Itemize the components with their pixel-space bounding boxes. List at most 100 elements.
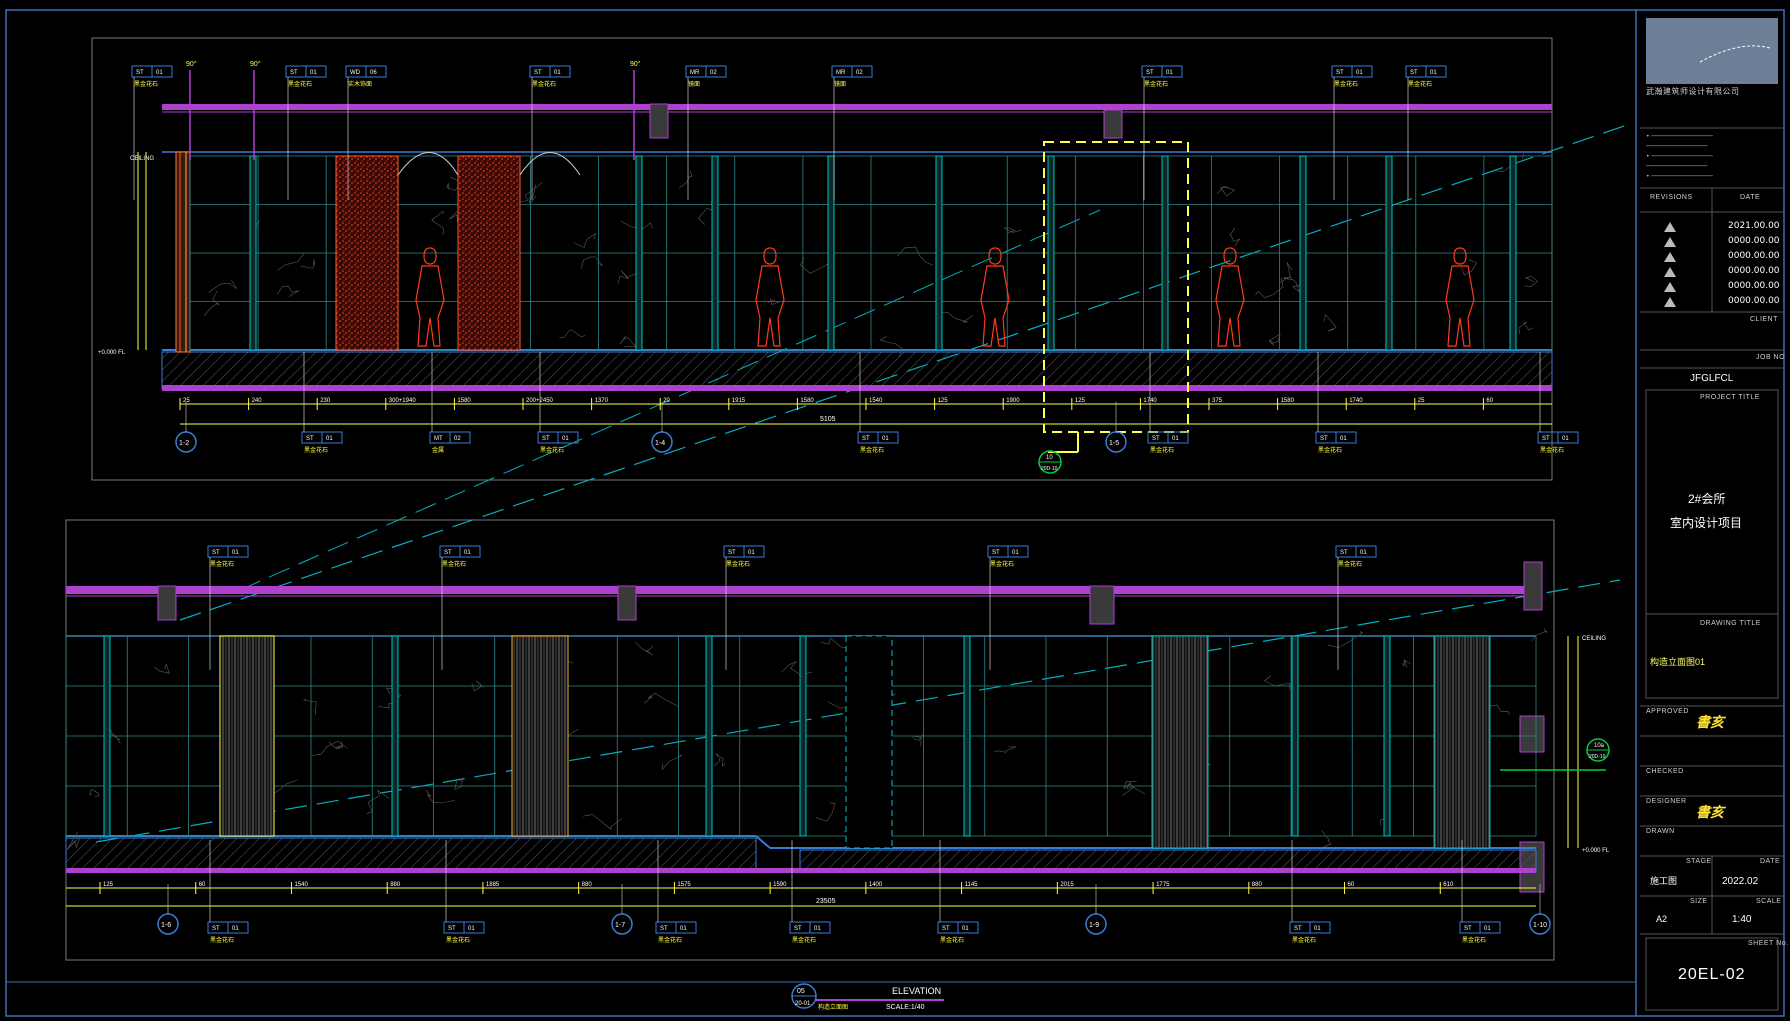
svg-text:01: 01 <box>1172 436 1179 442</box>
dimension-text: 125 <box>938 398 949 404</box>
material-tag: ST01黑金花石 <box>858 432 898 454</box>
sheet-no-label: SHEET No. <box>1748 940 1789 947</box>
svg-text:ST: ST <box>306 436 314 442</box>
svg-text:01: 01 <box>1340 436 1347 442</box>
svg-text:01: 01 <box>1360 550 1367 556</box>
detail-marker: 10a20D-10 <box>1587 739 1609 761</box>
svg-text:黑金花石: 黑金花石 <box>1338 560 1362 568</box>
svg-text:MT: MT <box>434 436 443 442</box>
marble-panel <box>336 156 398 350</box>
material-tag: ST01黑金花石 <box>1406 66 1446 200</box>
project-code: JFGLFCL <box>1690 373 1733 384</box>
bottom-elevation: 1256015408801885880157515901400114520151… <box>66 562 1610 906</box>
drawing-label: 05 20-01 ELEVATION 构造立面图 SCALE:1/40 <box>792 984 944 1011</box>
dimension-text: 880 <box>390 882 401 888</box>
human-figure <box>981 248 1009 346</box>
svg-text:ST: ST <box>942 926 950 932</box>
mullion <box>1386 156 1392 350</box>
svg-text:黑金花石: 黑金花石 <box>1318 446 1342 454</box>
material-tag: ST01黑金花石 <box>1538 432 1578 454</box>
project-title-line1: 2#会所 <box>1688 490 1725 507</box>
svg-text:10: 10 <box>1046 455 1053 461</box>
size-label: SIZE <box>1690 898 1708 905</box>
dimension-text: 1740 <box>1143 398 1157 404</box>
material-tag: ST01黑金花石 <box>656 922 696 944</box>
svg-text:ST: ST <box>794 926 802 932</box>
svg-text:ST: ST <box>444 550 452 556</box>
company-logo <box>1646 18 1778 84</box>
approved-signature: 書亥 <box>1696 712 1724 732</box>
svg-text:01: 01 <box>1356 70 1363 76</box>
fluted-column <box>220 636 274 836</box>
detail-marker: 1020D-10 <box>1039 451 1061 473</box>
svg-text:黑金花石: 黑金花石 <box>210 936 234 944</box>
svg-text:01: 01 <box>962 926 969 932</box>
revision-date: 0000.00.00 <box>1728 251 1780 261</box>
svg-text:01: 01 <box>562 436 569 442</box>
svg-text:01: 01 <box>748 550 755 556</box>
svg-text:ST: ST <box>862 436 870 442</box>
dimension-text: 1370 <box>595 398 609 404</box>
mullion <box>1510 156 1516 350</box>
mullion <box>1292 636 1298 836</box>
dimension-text: 230 <box>320 398 331 404</box>
revision-triangle-icon <box>1664 282 1676 292</box>
angle-label: 90° <box>186 60 197 68</box>
material-tag: ST01黑金花石 <box>1332 66 1372 200</box>
svg-text:01: 01 <box>814 926 821 932</box>
material-tag: ST01黑金花石 <box>1460 922 1500 944</box>
section-marker: 1-5 <box>1106 402 1126 452</box>
revision-date: 0000.00.00 <box>1728 236 1780 246</box>
dimension-text: 610 <box>1443 882 1454 888</box>
svg-text:01: 01 <box>310 70 317 76</box>
revision-date: 0000.00.00 <box>1728 281 1780 291</box>
doorway-opening <box>846 636 892 848</box>
dimension-text: 880 <box>1252 882 1263 888</box>
mullion <box>1300 156 1306 350</box>
svg-text:黑金花石: 黑金花石 <box>860 446 884 454</box>
material-tag: ST01黑金花石 <box>1290 922 1330 944</box>
overall-dimension: 23505 <box>816 898 836 905</box>
svg-text:1-6: 1-6 <box>161 922 171 929</box>
overall-dimension: 5105 <box>820 416 836 423</box>
svg-text:ST: ST <box>542 436 550 442</box>
material-tag: ST01黑金花石 <box>988 546 1028 670</box>
scale-label: SCALE <box>1756 898 1781 905</box>
svg-text:ST: ST <box>534 70 542 76</box>
section-marker: 1-9 <box>1086 884 1106 934</box>
fluted-column <box>1152 636 1208 848</box>
dimension-text: 880 <box>582 882 593 888</box>
svg-text:1-5: 1-5 <box>1109 440 1119 447</box>
material-tag: ST01黑金花石 <box>208 922 248 944</box>
material-tag: ST01黑金花石 <box>302 432 342 454</box>
dimension-text: 125 <box>1075 398 1086 404</box>
svg-text:ST: ST <box>1146 70 1154 76</box>
svg-text:01: 01 <box>464 550 471 556</box>
dimension-text: 1580 <box>1281 398 1295 404</box>
svg-text:ST: ST <box>212 926 220 932</box>
svg-text:1-10: 1-10 <box>1533 922 1547 929</box>
mullion <box>250 156 256 350</box>
svg-text:黑金花石: 黑金花石 <box>304 446 328 454</box>
svg-text:1-9: 1-9 <box>1089 922 1099 929</box>
svg-text:黑金花石: 黑金花石 <box>990 560 1014 568</box>
dimension-text: 60 <box>199 882 206 888</box>
svg-text:01: 01 <box>1012 550 1019 556</box>
drawing-scale: SCALE:1/40 <box>886 1004 925 1011</box>
svg-text:黑金花石: 黑金花石 <box>1540 446 1564 454</box>
material-tag: MR02镜面 <box>832 66 872 200</box>
approved-label: APPROVED <box>1646 708 1689 715</box>
material-tag: ST01黑金花石 <box>538 432 578 454</box>
svg-text:金属: 金属 <box>432 446 444 454</box>
drawing-ref: 20-01 <box>795 1001 811 1007</box>
svg-text:20D-10: 20D-10 <box>1589 754 1606 760</box>
revision-triangle-icon <box>1664 252 1676 262</box>
material-tag: ST01黑金花石 <box>1148 432 1188 454</box>
svg-text:ST: ST <box>660 926 668 932</box>
svg-text:ST: ST <box>290 70 298 76</box>
mullion <box>104 636 110 836</box>
material-tag: MR02镜面 <box>686 66 726 200</box>
date-value: 2022.02 <box>1722 876 1758 887</box>
svg-text:02: 02 <box>710 70 717 76</box>
revision-triangle-icon <box>1664 267 1676 277</box>
